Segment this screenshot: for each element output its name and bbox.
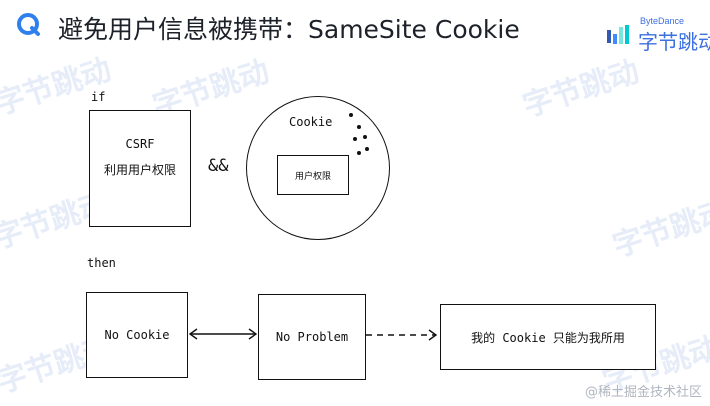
slide-header: 避免用户信息被携带：SameSite Cookie ByteDance 字节跳动 bbox=[0, 0, 710, 64]
arrowhead-left bbox=[188, 328, 198, 340]
cookie-circle: Cookie 用户权限 bbox=[246, 96, 390, 240]
arrowhead-dashed bbox=[428, 329, 438, 341]
result-label: 我的 Cookie 只能为我所用 bbox=[471, 330, 625, 345]
user-permission-box: 用户权限 bbox=[277, 155, 349, 195]
cookie-title: Cookie bbox=[289, 115, 333, 129]
no-cookie-box: No Cookie bbox=[86, 292, 188, 378]
csrf-title: CSRF bbox=[125, 137, 155, 151]
arrowhead-right bbox=[248, 328, 258, 340]
no-problem-box: No Problem bbox=[258, 294, 366, 380]
cookie-crumb bbox=[349, 113, 353, 117]
cookie-crumb bbox=[353, 137, 357, 141]
and-operator: && bbox=[208, 156, 229, 176]
app-logo-icon bbox=[17, 13, 40, 36]
brand-chinese: 字节跳动 bbox=[638, 30, 710, 54]
csrf-subtitle: 利用用户权限 bbox=[103, 163, 176, 177]
cookie-crumb bbox=[357, 151, 361, 155]
brand-english: ByteDance bbox=[640, 16, 685, 26]
footer-credit: @稀土掘金技术社区 bbox=[584, 385, 702, 400]
no-cookie-label: No Cookie bbox=[104, 328, 170, 342]
page-title: 避免用户信息被携带：SameSite Cookie bbox=[58, 15, 520, 44]
bytedance-logo-icon bbox=[607, 25, 629, 44]
result-box: 我的 Cookie 只能为我所用 bbox=[440, 304, 656, 370]
cookie-crumb bbox=[357, 125, 361, 129]
cookie-crumb bbox=[363, 135, 367, 139]
no-problem-label: No Problem bbox=[275, 330, 349, 344]
cookie-crumb bbox=[365, 147, 369, 151]
csrf-box: CSRF 利用用户权限 bbox=[89, 110, 191, 227]
then-label: then bbox=[87, 256, 116, 270]
user-permission-label: 用户权限 bbox=[294, 171, 331, 182]
brand-logo: ByteDance 字节跳动 bbox=[606, 14, 710, 54]
if-label: if bbox=[91, 90, 106, 104]
